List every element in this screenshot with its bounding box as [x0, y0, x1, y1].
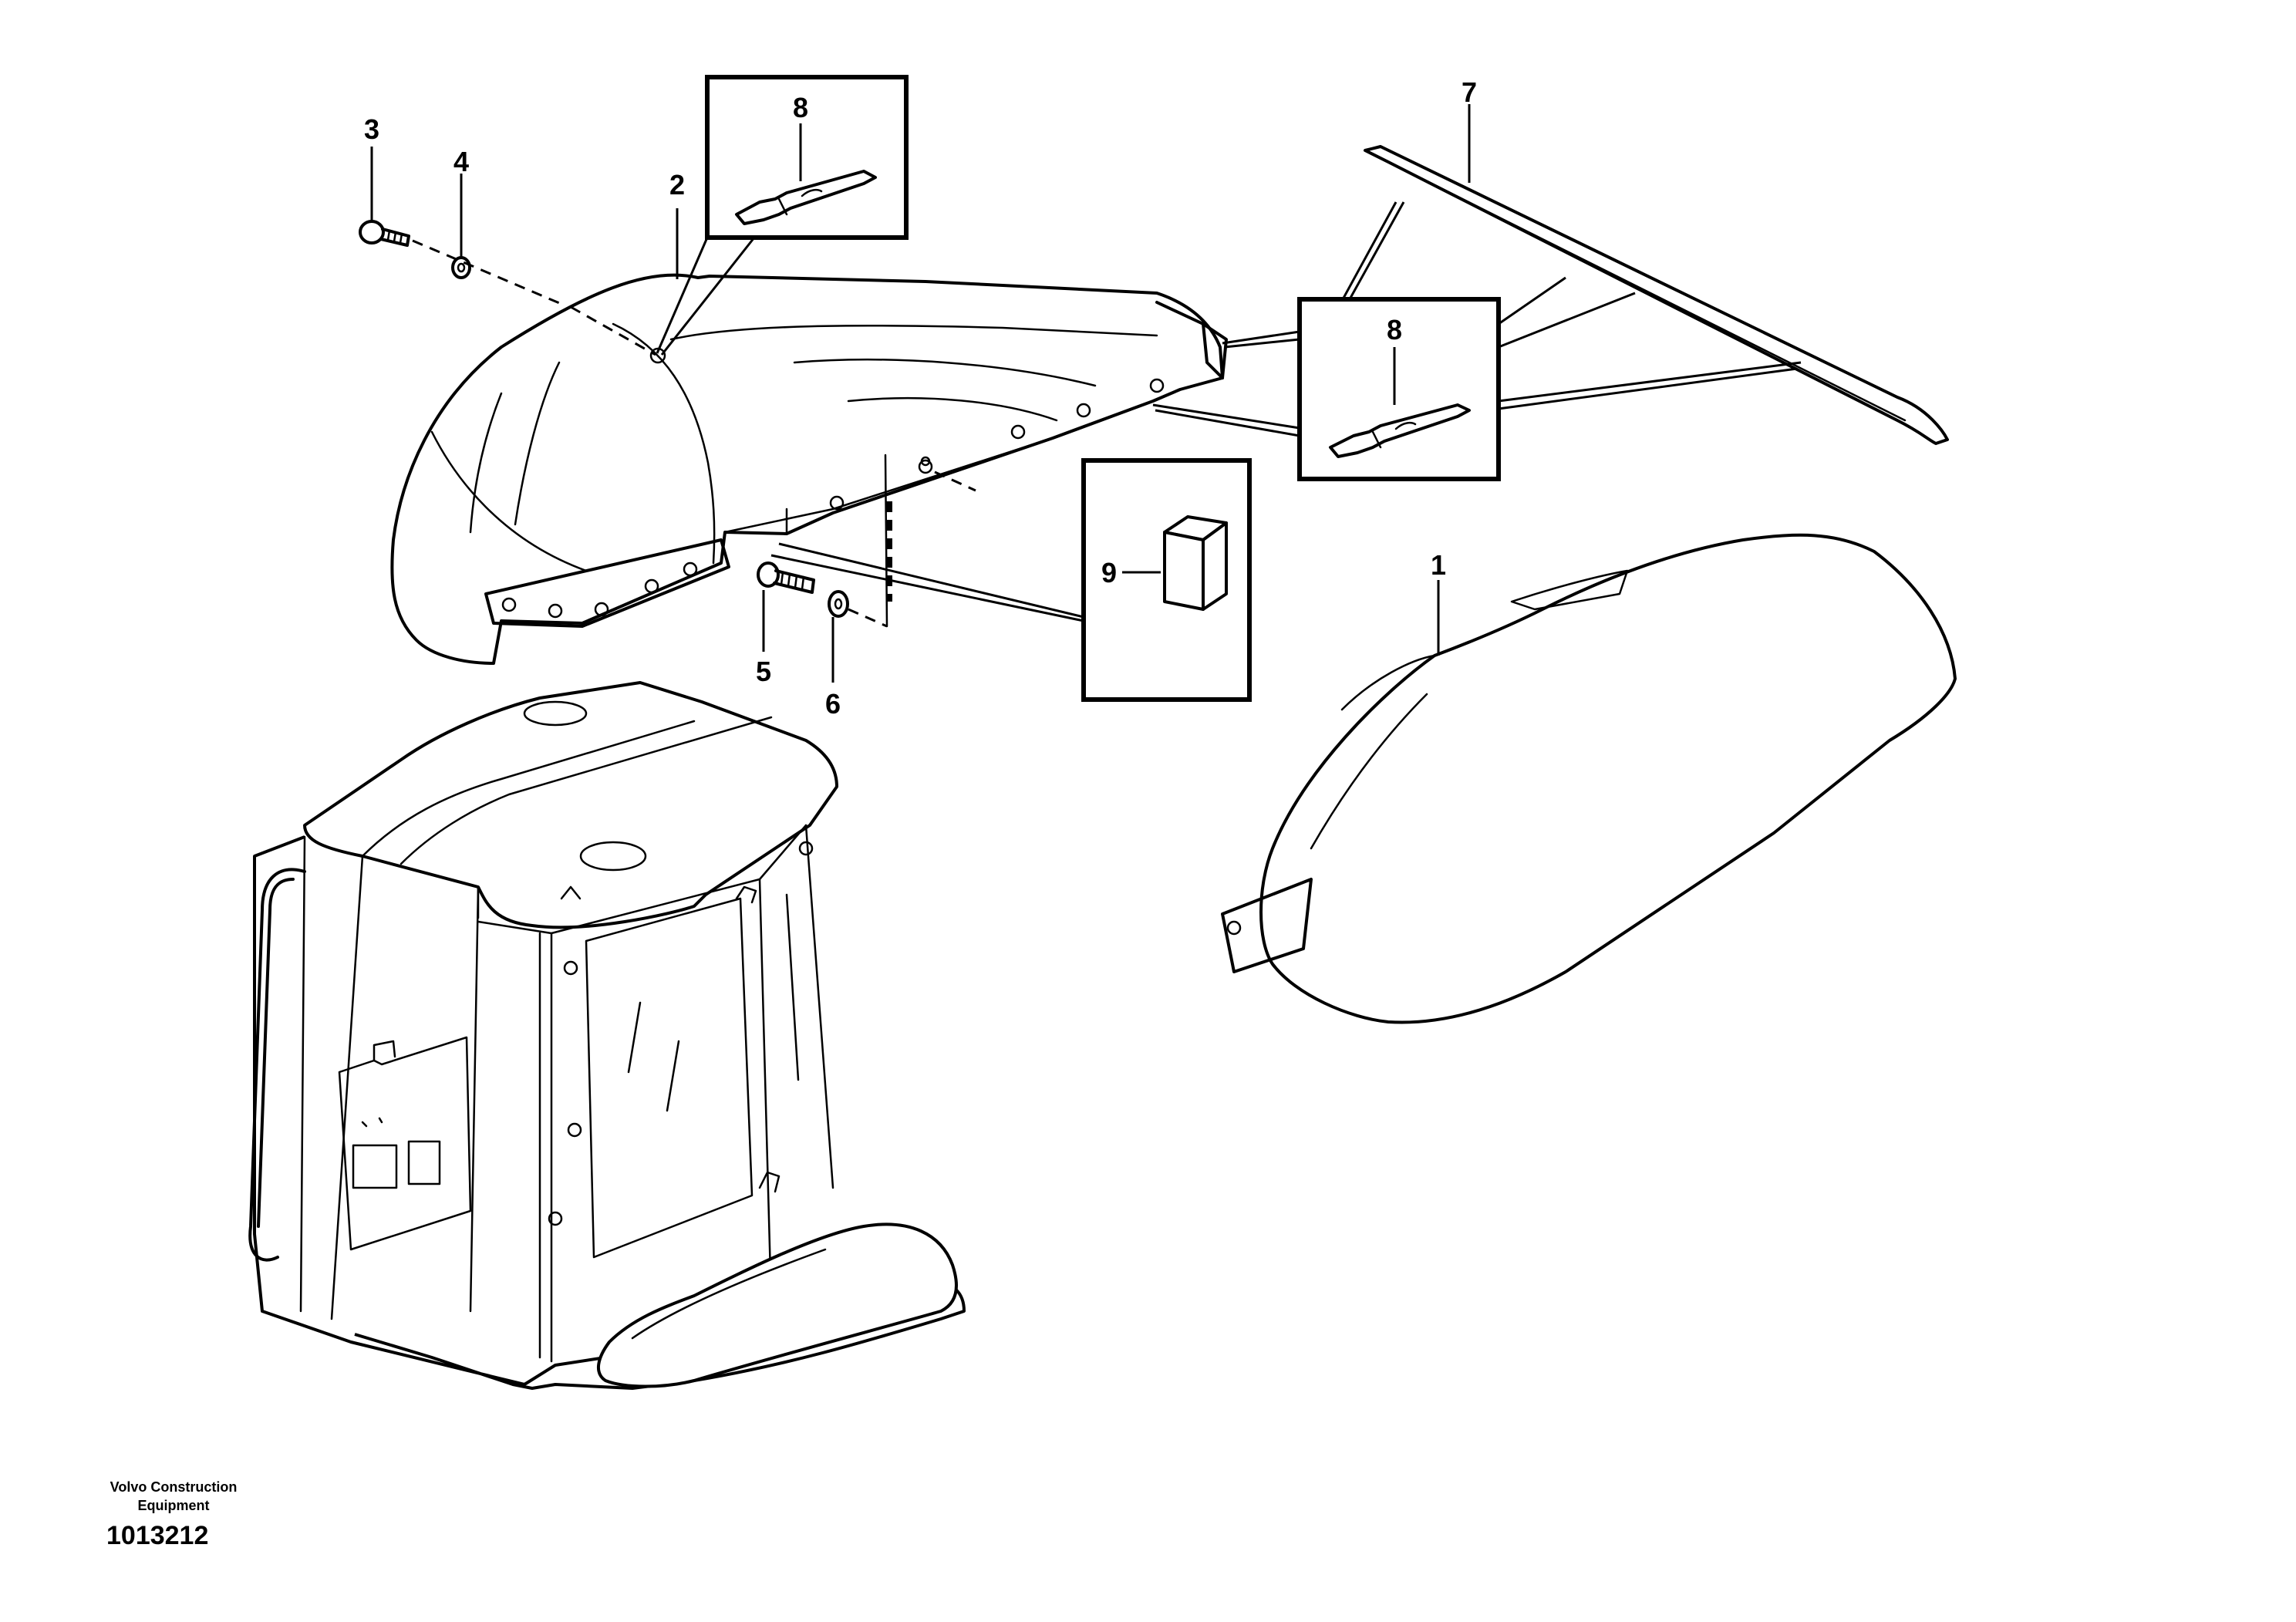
leader-8-strip-a — [1348, 201, 1405, 300]
part-label-3: 3 — [364, 113, 379, 145]
leader-8-right-a — [1222, 330, 1300, 345]
leader-8-strip-c — [1498, 276, 1566, 325]
part-label-1: 1 — [1431, 549, 1446, 581]
company-name: Volvo Construction Equipment — [77, 1478, 270, 1515]
part-7-sealing-strip — [1364, 145, 1949, 445]
part-6-washer — [828, 590, 849, 618]
part-3-screw — [359, 220, 471, 279]
leader-8-right-d — [1155, 409, 1300, 437]
assembly-line-side — [934, 470, 976, 492]
leader-8-top-a — [656, 237, 709, 354]
callout-box-8-right — [1297, 297, 1501, 481]
leader-8-right-b — [1224, 338, 1300, 349]
assembly-line-6 — [848, 608, 888, 628]
company-line-1: Volvo Construction — [110, 1479, 238, 1495]
leader-8-strip-d — [1498, 292, 1636, 349]
part-2-roof-cover — [390, 273, 1228, 665]
leader-8-strip-b — [1340, 201, 1397, 302]
part-label-2: 2 — [669, 169, 685, 201]
leader-8-top-b — [660, 237, 756, 356]
part-label-4: 4 — [453, 146, 469, 177]
leader-8-right-c — [1152, 403, 1300, 430]
part-label-7: 7 — [1462, 76, 1477, 108]
drawing-number: 1013212 — [106, 1521, 209, 1550]
part-1-fender — [1221, 533, 1957, 1024]
leader-9-a — [778, 542, 1084, 619]
part-label-8-right: 8 — [1387, 314, 1402, 346]
company-line-2: Equipment — [137, 1498, 210, 1513]
assembly-line-3 — [412, 239, 564, 306]
callout-box-8-top — [705, 75, 909, 240]
part-label-5: 5 — [756, 656, 771, 687]
leader-8-strip-e — [1498, 361, 1802, 403]
part-label-9: 9 — [1101, 557, 1117, 588]
part-label-6: 6 — [825, 688, 841, 720]
leader-9-b — [770, 554, 1084, 622]
cab-assembly — [248, 681, 966, 1390]
callout-box-9 — [1081, 458, 1252, 702]
part-5-screw — [757, 561, 815, 594]
assembly-line-3b — [570, 305, 656, 356]
leader-8-strip-f — [1498, 367, 1798, 410]
part-label-8-top: 8 — [793, 92, 808, 123]
